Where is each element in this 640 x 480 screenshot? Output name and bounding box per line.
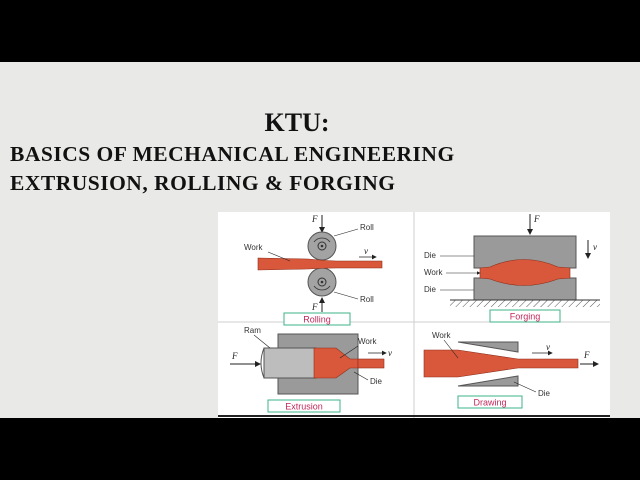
rolling-force-label: F — [311, 214, 318, 224]
rolling-velocity-label: v — [364, 246, 368, 256]
extrusion-caption: Extrusion — [285, 402, 323, 412]
extrusion-product — [357, 358, 385, 369]
extrusion-panel: F Ram Work v Die Extrusion — [230, 326, 392, 413]
upper-roll-rotation-arrow — [313, 237, 331, 243]
forging-work-label: Work — [424, 268, 444, 277]
slide-title: KTU: — [264, 108, 330, 137]
forging-lower-die-label: Die — [424, 285, 437, 294]
subtitle-line-1: BASICS OF MECHANICAL ENGINEERING — [10, 142, 455, 166]
forging-force-label: F — [533, 214, 540, 224]
drawing-velocity-label: v — [546, 342, 550, 352]
lower-roll-rotation-arrow — [313, 285, 331, 291]
rolling-caption: Rolling — [303, 315, 331, 325]
rolling-force-label-bottom: F — [311, 302, 318, 312]
metal-forming-processes-figure: F Work v Roll Roll F Rolling F — [218, 212, 610, 418]
extrusion-die-leader — [353, 371, 369, 381]
extrusion-caption-box — [267, 399, 341, 413]
extrusion-die-label: Die — [370, 377, 383, 386]
extrusion-ram-label: Ram — [244, 326, 261, 335]
rolling-caption-box — [283, 312, 351, 326]
rolling-workpiece — [257, 257, 383, 271]
slide: KTU: BASICS OF MECHANICAL ENGINEERING EX… — [0, 62, 640, 418]
lower-roll-axle — [317, 277, 327, 287]
forging-caption: Forging — [510, 312, 541, 322]
drawing-die-label: Die — [538, 389, 551, 398]
drawing-die-leader — [513, 381, 537, 393]
rolling-panel: F Work v Roll Roll F Rolling — [244, 214, 383, 326]
forging-upper-die-label: Die — [424, 251, 437, 260]
extrusion-ram-leader — [253, 334, 271, 349]
extrusion-velocity-label: v — [388, 348, 392, 358]
upper-roll-leader — [333, 228, 359, 237]
upper-roll-label: Roll — [360, 223, 374, 232]
drawing-caption-box — [457, 395, 523, 409]
lower-roll-label: Roll — [360, 295, 374, 304]
forging-panel: F Die Work Die v Forging — [424, 214, 600, 323]
drawing-caption: Drawing — [473, 398, 506, 408]
extrusion-ram — [263, 347, 317, 379]
drawing-die-lower — [457, 375, 519, 387]
drawing-force-label: F — [583, 350, 590, 360]
forging-velocity-label: v — [593, 242, 597, 252]
drawing-work-label: Work — [432, 331, 452, 340]
drawing-work-leader — [443, 339, 459, 359]
forging-workpiece — [479, 259, 571, 286]
forging-caption-box — [489, 309, 561, 323]
subtitle-line-2: EXTRUSION, ROLLING & FORGING — [10, 171, 396, 195]
forging-ground — [450, 300, 600, 307]
upper-roll-axle — [317, 241, 327, 251]
extrusion-force-label: F — [231, 351, 238, 361]
rolling-work-leader — [267, 251, 291, 262]
extrusion-work-label: Work — [358, 337, 378, 346]
drawing-die-upper — [457, 341, 519, 353]
lower-roll-leader — [333, 291, 359, 300]
extrusion-work-leader — [339, 345, 359, 359]
drawing-workpiece — [423, 349, 579, 378]
drawing-panel: Work v F Die Drawing — [423, 331, 599, 409]
rolling-work-label: Work — [244, 243, 264, 252]
